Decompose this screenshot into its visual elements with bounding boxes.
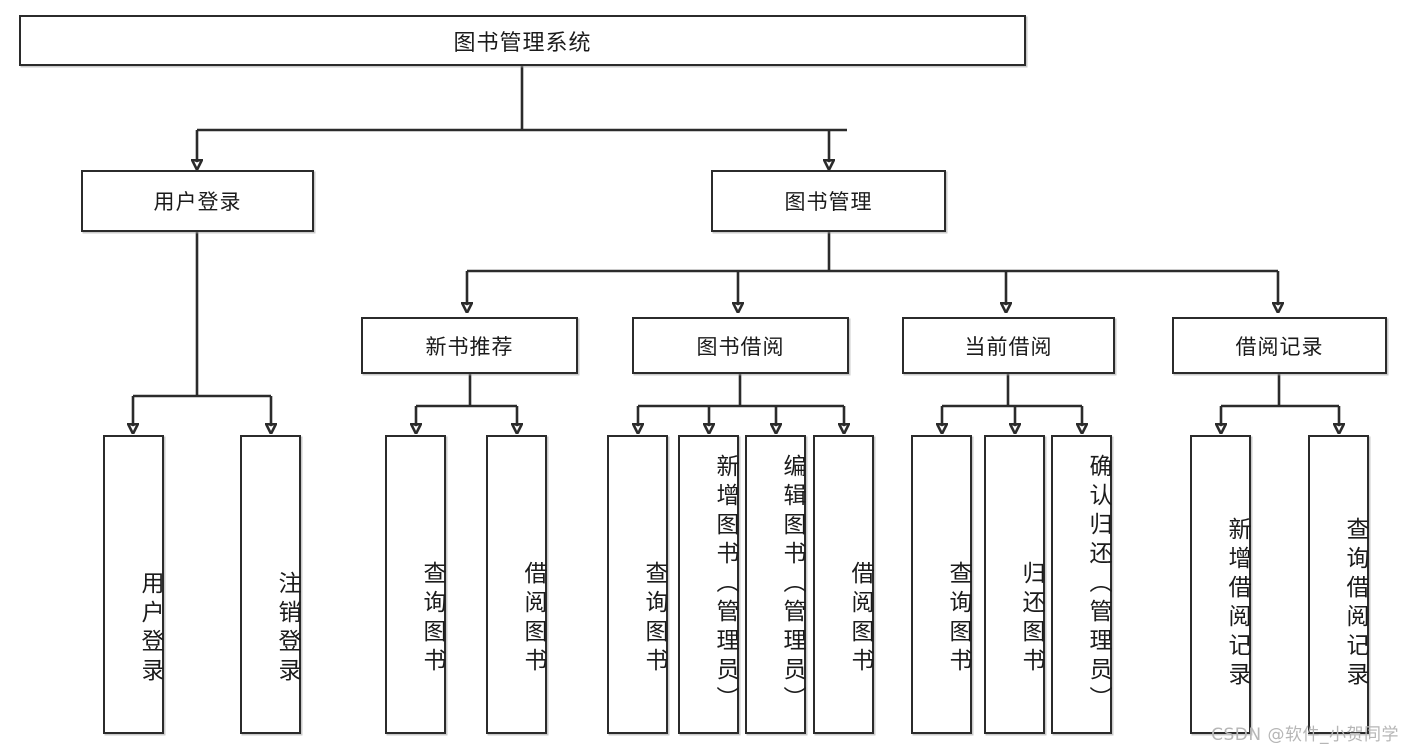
node-label: 查询图书 <box>945 560 971 677</box>
node-label: 借阅图书 <box>847 560 873 677</box>
node-label: 编辑图书（管理员） <box>779 454 805 715</box>
leaf-borrow-book[interactable]: 借阅图书 <box>813 435 874 734</box>
node-label: 用户登录 <box>137 570 163 687</box>
node-label: 用户登录 <box>153 190 242 214</box>
node-label: 当前借阅 <box>964 334 1053 359</box>
node-label: 查询图书 <box>419 560 445 677</box>
leaf-query-book-recommend[interactable]: 查询图书 <box>385 435 446 734</box>
node-root-system[interactable]: 图书管理系统 <box>19 15 1026 66</box>
leaf-return-book[interactable]: 归还图书 <box>984 435 1045 734</box>
leaf-query-borrow-record[interactable]: 查询借阅记录 <box>1308 435 1369 734</box>
node-borrow-records[interactable]: 借阅记录 <box>1172 317 1387 374</box>
node-label: 查询图书 <box>641 560 667 677</box>
csdn-watermark: CSDN @软件_小贺同学 <box>1211 725 1399 745</box>
node-label: 查询借阅记录 <box>1342 516 1368 691</box>
node-label: 图书管理 <box>784 190 873 214</box>
leaf-query-book-current[interactable]: 查询图书 <box>911 435 972 734</box>
leaf-user-logout[interactable]: 注销登录 <box>240 435 301 734</box>
node-label: 归还图书 <box>1018 560 1044 677</box>
node-label: 确认归还（管理员） <box>1085 454 1111 715</box>
node-book-borrow[interactable]: 图书借阅 <box>632 317 849 374</box>
node-user-login[interactable]: 用户登录 <box>81 170 314 232</box>
leaf-add-book-admin[interactable]: 新增图书（管理员） <box>678 435 739 734</box>
leaf-confirm-return-admin[interactable]: 确认归还（管理员） <box>1051 435 1112 734</box>
node-label: 借阅记录 <box>1235 334 1324 359</box>
leaf-edit-book-admin[interactable]: 编辑图书（管理员） <box>745 435 806 734</box>
node-book-management[interactable]: 图书管理 <box>711 170 946 232</box>
node-label: 新增图书（管理员） <box>712 454 738 715</box>
leaf-add-borrow-record[interactable]: 新增借阅记录 <box>1190 435 1251 734</box>
node-label: 注销登录 <box>274 570 300 687</box>
node-label: 图书管理系统 <box>453 30 592 56</box>
node-label: 新增借阅记录 <box>1224 516 1250 691</box>
leaf-borrow-book-recommend[interactable]: 借阅图书 <box>486 435 547 734</box>
leaf-query-book[interactable]: 查询图书 <box>607 435 668 734</box>
node-label: 新书推荐 <box>425 334 514 359</box>
node-current-borrow[interactable]: 当前借阅 <box>902 317 1115 374</box>
leaf-user-login[interactable]: 用户登录 <box>103 435 164 734</box>
node-label: 借阅图书 <box>520 560 546 677</box>
node-new-book-recommend[interactable]: 新书推荐 <box>361 317 578 374</box>
node-label: 图书借阅 <box>696 334 785 359</box>
